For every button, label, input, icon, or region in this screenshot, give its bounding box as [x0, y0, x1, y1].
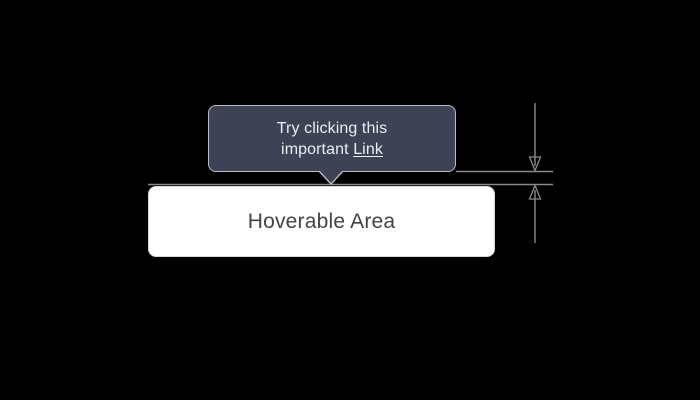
tooltip-line-1: Try clicking this — [276, 119, 388, 137]
arrowhead-up-icon — [528, 183, 542, 200]
tooltip-popover[interactable]: Try clicking this important Link — [208, 105, 456, 172]
tooltip-link[interactable]: Link — [353, 140, 383, 158]
hoverable-area-label: Hoverable Area — [247, 209, 396, 233]
arrowhead-down-icon — [528, 156, 542, 173]
tooltip-message: Try clicking this important Link — [259, 118, 405, 160]
tooltip-pointer-icon — [319, 170, 343, 183]
tooltip-line-2-prefix: important — [281, 140, 354, 158]
hoverable-area[interactable]: Hoverable Area — [148, 186, 495, 257]
